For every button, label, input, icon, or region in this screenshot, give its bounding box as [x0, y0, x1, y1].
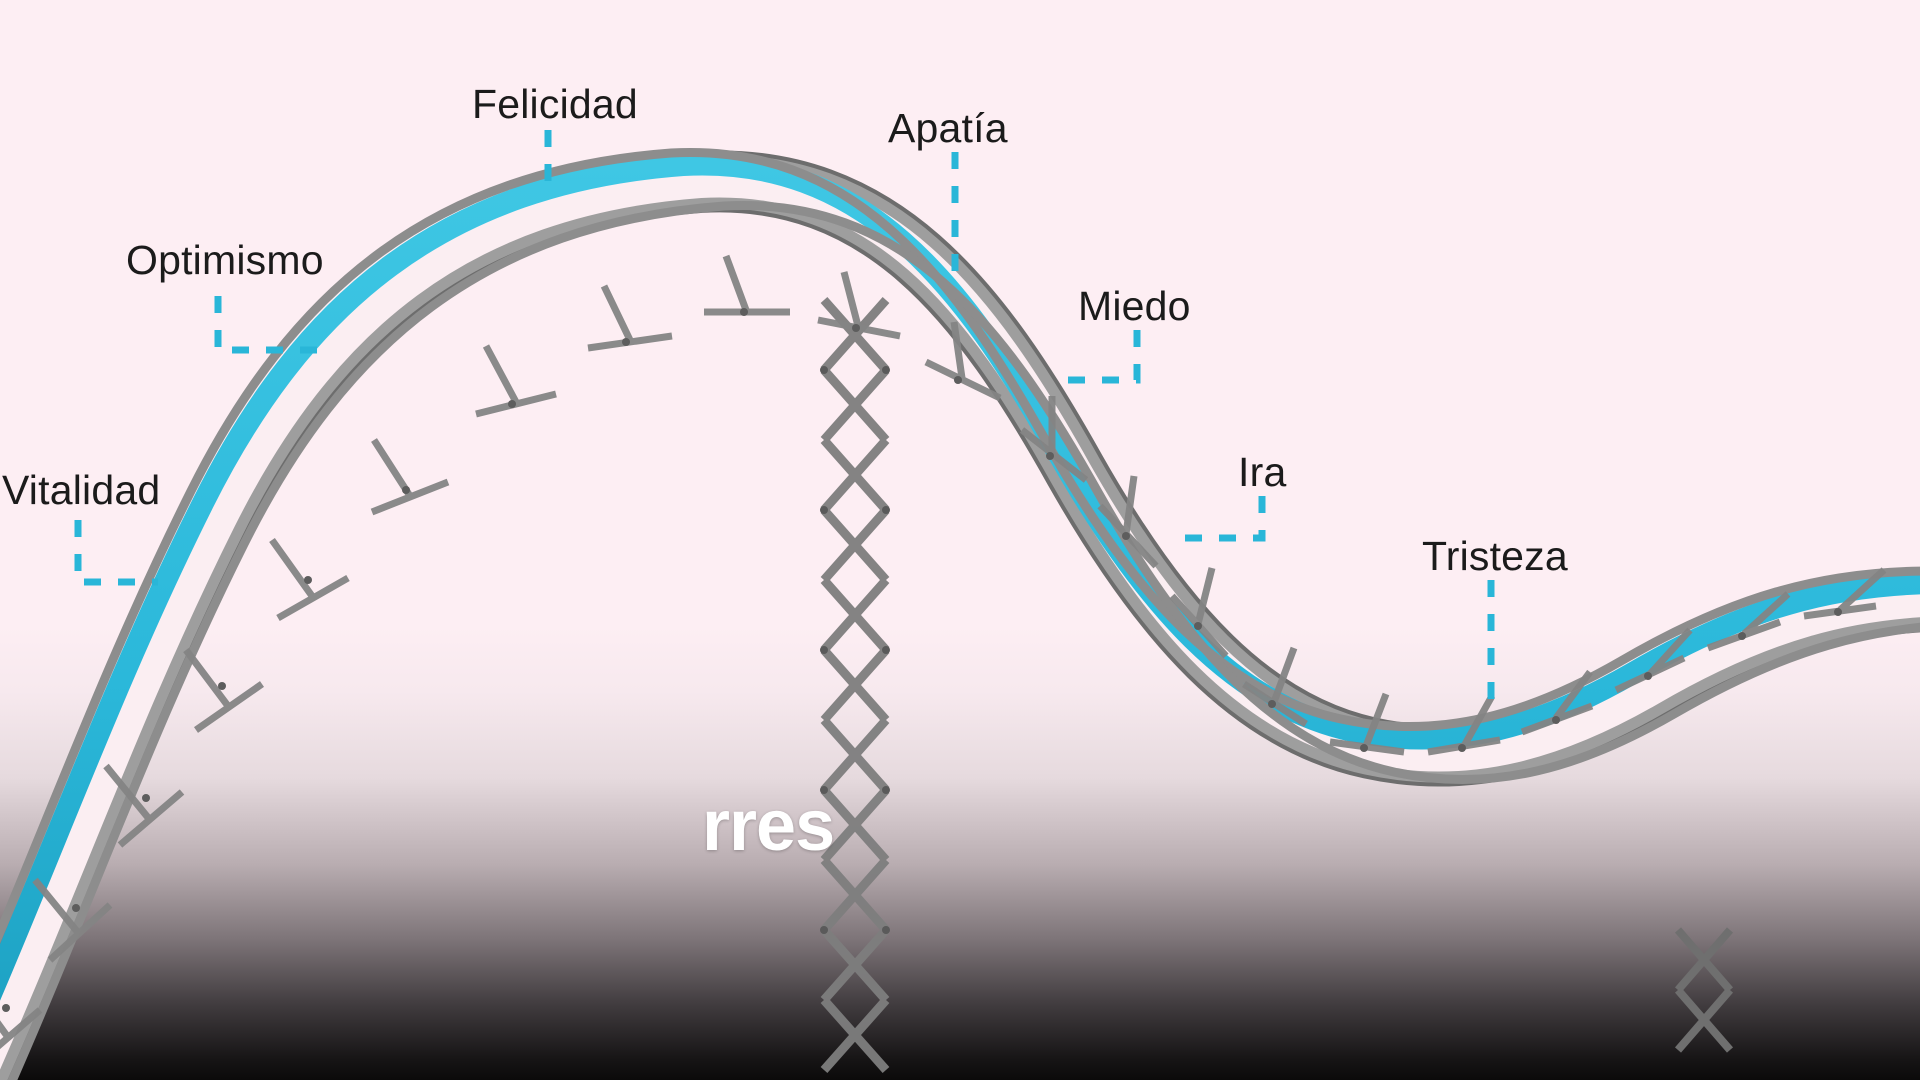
- track-rivets: [2, 308, 1842, 1012]
- leader-ira: [1180, 496, 1266, 542]
- lattice-tower: [817, 250, 893, 1080]
- leader-vitalidad: [74, 520, 158, 586]
- coaster-track: [0, 152, 1920, 1080]
- label-ira: Ira: [1238, 449, 1287, 495]
- label-optimismo: Optimismo: [126, 237, 324, 283]
- leader-lines: [74, 130, 1495, 700]
- label-apatia: Apatía: [888, 105, 1008, 151]
- label-vitalidad: Vitalidad: [2, 467, 161, 513]
- leader-miedo: [1064, 330, 1141, 384]
- watermark-text: rres: [702, 786, 835, 866]
- label-felicidad: Felicidad: [472, 81, 638, 127]
- support-scaffolding: [54, 227, 1667, 1080]
- label-tristeza: Tristeza: [1422, 533, 1568, 579]
- label-miedo: Miedo: [1078, 283, 1191, 329]
- lattice-tower-right: [1672, 900, 1736, 1080]
